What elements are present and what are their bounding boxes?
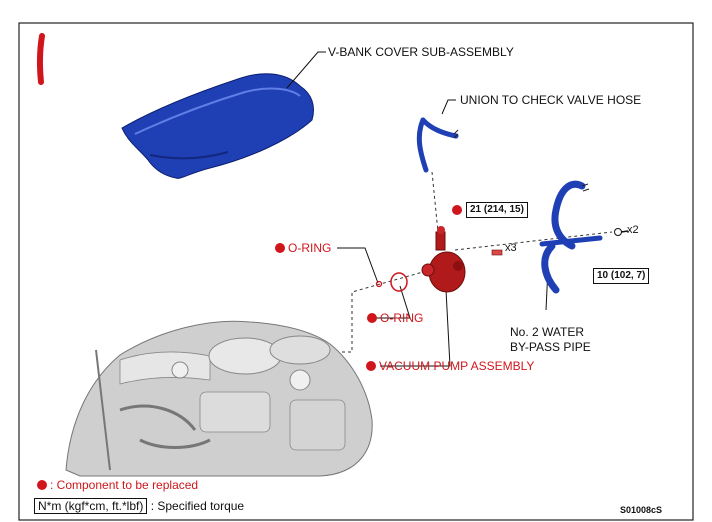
legend-dot — [37, 480, 47, 490]
qty-pipe-bolt: x2 — [627, 224, 639, 236]
legend-torque: N*m (kgf*cm, ft.*lbf) : Specified torque — [34, 498, 245, 514]
label-vacuum-pump: VACUUM PUMP ASSEMBLY — [366, 359, 534, 373]
label-o-ring-top: O-RING — [275, 241, 331, 255]
o-ring-text: O-RING — [380, 311, 424, 325]
legend-replace: : Component to be replaced — [50, 478, 199, 492]
vacuum-pump-part — [421, 226, 466, 293]
torque-pipe-bolt: 10 (102, 7) — [593, 268, 650, 284]
legend-torque-box: N*m (kgf*cm, ft.*lbf) — [34, 498, 148, 514]
vacuum-pump-text: VACUUM PUMP ASSEMBLY — [379, 359, 535, 373]
torque-replace-dot — [452, 205, 462, 215]
figure-code: S01008cS — [620, 505, 663, 515]
label-water-pipe-line1: No. 2 WATER — [510, 325, 585, 339]
label-union-hose: UNION TO CHECK VALVE HOSE — [460, 93, 642, 107]
legend-torque-text: : Specified torque — [150, 499, 245, 513]
handwritten-mark — [36, 33, 45, 85]
o-ring-text: O-RING — [288, 241, 332, 255]
label-o-ring-bottom: O-RING — [367, 311, 423, 325]
torque-pump-bolt: 21 (214, 15) — [466, 202, 528, 218]
replace-dot — [367, 313, 377, 323]
o-ring-small — [375, 280, 383, 288]
engine-part — [65, 320, 373, 477]
leader-lines — [286, 51, 549, 367]
qty-pump-bolt: x3 — [505, 242, 517, 254]
water-bypass-pipe-part — [539, 180, 603, 294]
label-water-pipe-line2: BY-PASS PIPE — [510, 340, 591, 354]
pipe-bolt-part — [614, 228, 629, 236]
frame-border — [18, 22, 694, 521]
pump-bolt-part — [491, 249, 503, 256]
replace-dot — [275, 243, 285, 253]
vbank-cover-part — [121, 73, 314, 179]
label-vbank-cover: V-BANK COVER SUB-ASSEMBLY — [328, 45, 514, 59]
union-hose-part — [416, 117, 459, 173]
o-ring-large — [390, 272, 408, 292]
replace-dot — [366, 361, 376, 371]
